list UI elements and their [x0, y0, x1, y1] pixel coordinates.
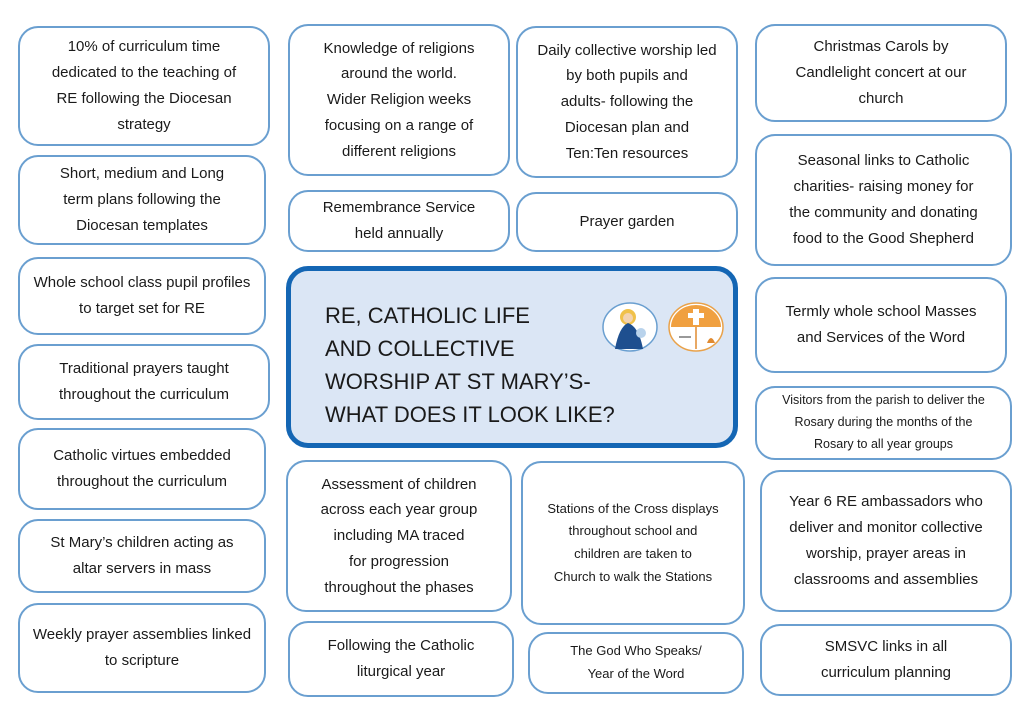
box-ambassadors: Year 6 RE ambassadors who deliver and mo…	[760, 470, 1012, 612]
box-traditional-prayers: Traditional prayers taught throughout th…	[18, 344, 270, 420]
box-assessment: Assessment of children across each year …	[286, 460, 512, 612]
box-prayer-garden: Prayer garden	[516, 192, 738, 252]
box-stations-cross: Stations of the Cross displays throughou…	[521, 461, 745, 625]
box-curriculum-time: 10% of curriculum time dedicated to the …	[18, 26, 270, 146]
box-liturgical-year: Following the Catholic liturgical year	[288, 621, 514, 697]
box-seasonal-charities: Seasonal links to Catholic charities- ra…	[755, 134, 1012, 266]
diocese-crest-icon	[668, 302, 724, 352]
box-remembrance: Remembrance Service held annually	[288, 190, 510, 252]
saint-mary-icon	[602, 302, 658, 352]
box-pupil-profiles: Whole school class pupil profiles to tar…	[18, 257, 266, 335]
box-daily-worship: Daily collective worship led by both pup…	[516, 26, 738, 178]
box-smsvc-links: SMSVC links in all curriculum planning	[760, 624, 1012, 696]
box-christmas-carols: Christmas Carols by Candlelight concert …	[755, 24, 1007, 122]
box-prayer-assemblies: Weekly prayer assemblies linked to scrip…	[18, 603, 266, 693]
box-term-plans: Short, medium and Long term plans follow…	[18, 155, 266, 245]
box-altar-servers: St Mary’s children acting as altar serve…	[18, 519, 266, 593]
box-termly-masses: Termly whole school Masses and Services …	[755, 277, 1007, 373]
page-title: RE, CATHOLIC LIFE AND COLLECTIVE WORSHIP…	[325, 303, 615, 427]
center-panel: RE, CATHOLIC LIFE AND COLLECTIVE WORSHIP…	[286, 266, 738, 448]
box-knowledge-religions: Knowledge of religions around the world.…	[288, 24, 510, 176]
box-catholic-virtues: Catholic virtues embedded throughout the…	[18, 428, 266, 510]
box-parish-visitors: Visitors from the parish to deliver the …	[755, 386, 1012, 460]
box-god-who-speaks: The God Who Speaks/ Year of the Word	[528, 632, 744, 694]
